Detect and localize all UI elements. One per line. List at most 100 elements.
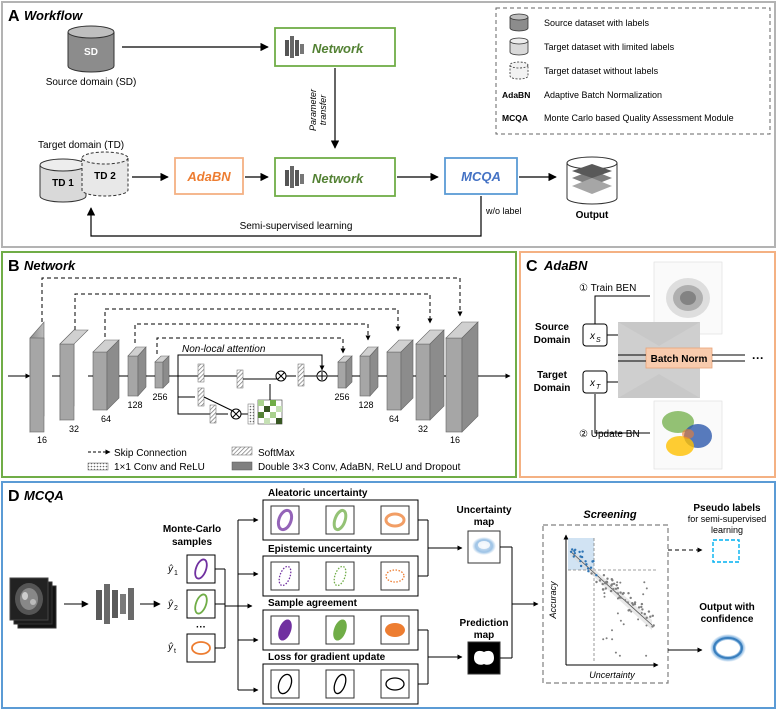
yt-symbol: ŷ xyxy=(167,642,174,653)
channel-label: 256 xyxy=(334,392,349,402)
scatter-point xyxy=(621,592,624,596)
legend-source-text: Source dataset with labels xyxy=(544,18,650,28)
sample-2-contour xyxy=(194,593,208,615)
scatter-point xyxy=(604,582,607,585)
scatter-point xyxy=(615,584,618,587)
network-label-bottom: Network xyxy=(312,171,364,186)
mc-samples-label-1: Monte-Carlo xyxy=(163,524,221,535)
channel-label: 64 xyxy=(389,414,399,424)
panel-a-title: Workflow xyxy=(24,8,83,23)
pseudo-labels-sub-2: learning xyxy=(711,525,743,535)
scatter-point xyxy=(611,638,614,641)
scatter-point xyxy=(612,588,615,591)
scatter-point xyxy=(573,549,576,553)
scatter-point xyxy=(633,602,637,606)
panel-c-adabn: C AdaBN ① Train BEN Source Domain x S Ta… xyxy=(519,251,776,478)
td1-cylinder-icon xyxy=(39,158,87,203)
train-ben-label: ① Train BEN xyxy=(579,283,636,294)
output-confidence-title-2: confidence xyxy=(701,614,754,625)
decoder-blocks xyxy=(337,321,479,433)
scatter-point xyxy=(579,555,582,558)
td1-label: TD 1 xyxy=(52,178,74,189)
output-cylinder-icon xyxy=(566,156,618,205)
scatter-point xyxy=(612,582,616,585)
panel-b-network: B Network Non-local attention xyxy=(1,251,517,478)
scatter-point xyxy=(647,610,651,613)
scatter-point xyxy=(586,567,590,570)
legend-source-cylinder-icon xyxy=(509,13,529,32)
scatter-point xyxy=(645,616,648,619)
mri-input-stack xyxy=(9,577,57,629)
sample-1-box xyxy=(186,554,216,584)
theta-conv xyxy=(197,363,205,383)
panel-b-title: Network xyxy=(24,258,76,273)
xs-box xyxy=(582,323,608,347)
scatter-point xyxy=(645,587,648,590)
scatter-point xyxy=(619,591,622,594)
panel-d-title: MCQA xyxy=(24,488,64,503)
mcqa-label: MCQA xyxy=(461,169,501,184)
sample-2-box xyxy=(186,589,216,619)
screening-plot: Accuracy Uncertainty xyxy=(548,534,659,680)
g-conv xyxy=(209,404,217,424)
scatter-point xyxy=(611,629,613,632)
sample-t-contour xyxy=(191,641,211,655)
source-domain-label-2: Domain xyxy=(534,335,571,346)
channel-label: 64 xyxy=(101,414,111,424)
scatter-point xyxy=(616,612,619,615)
scatter-point xyxy=(645,624,648,627)
adabn-label: AdaBN xyxy=(186,169,231,184)
scatter-point xyxy=(603,592,606,595)
skip-legend-text: Skip Connection xyxy=(114,448,187,459)
scatter-point xyxy=(614,651,617,654)
update-bn-label: ② Update BN xyxy=(579,429,640,440)
scatter-point xyxy=(643,581,646,584)
prediction-map-label-1: Prediction xyxy=(460,618,509,629)
scatter-point xyxy=(598,579,602,582)
y2-subscript: 2 xyxy=(174,605,178,612)
scatter-point xyxy=(616,592,619,595)
agreement-label: Sample agreement xyxy=(268,598,358,609)
xs-subscript: S xyxy=(596,337,601,344)
network-layers-icon xyxy=(285,166,304,188)
skip-connections xyxy=(41,277,463,354)
scatter-point xyxy=(616,587,620,590)
scatter-point xyxy=(651,614,654,617)
adabn-box xyxy=(174,157,244,195)
scatter-point xyxy=(590,572,593,575)
conv1-legend-text: 1×1 Conv and ReLU xyxy=(114,462,205,473)
scatter-point xyxy=(601,582,604,586)
softmax-legend-swatch xyxy=(231,446,253,456)
scatter-point xyxy=(571,548,574,551)
xs-symbol: x xyxy=(589,331,596,342)
panel-d-letter: D xyxy=(8,488,20,505)
without-label-text: w/o label xyxy=(485,206,522,216)
output-confidence-title-1: Output with xyxy=(699,602,755,613)
y2-symbol: ŷ xyxy=(167,599,174,610)
scatter-point xyxy=(592,560,595,563)
scatter-point xyxy=(645,654,648,657)
scatter-point xyxy=(601,588,605,591)
epistemic-maps xyxy=(270,561,410,591)
panel-d-mcqa: D MCQA Monte-Carlo samples ŷ 1 ŷ 2 ··· xyxy=(1,481,776,709)
scatter-point xyxy=(584,560,587,563)
scatter-point xyxy=(640,612,643,614)
agreement-maps xyxy=(270,615,410,645)
scatter-point xyxy=(609,589,613,593)
conv-block-32 xyxy=(59,329,89,421)
scatter-point xyxy=(581,550,584,553)
legend-adabn-key: AdaBN xyxy=(502,90,530,100)
uncertainty-map-label-2: map xyxy=(474,517,495,528)
scatter-point xyxy=(629,596,632,600)
td2-cylinder-icon xyxy=(81,151,129,197)
scatter-point xyxy=(603,595,606,598)
scatter-point xyxy=(642,593,645,596)
scatter-point xyxy=(616,581,619,584)
source-domain-cylinder-icon xyxy=(67,25,115,73)
scatter-point xyxy=(627,592,630,595)
panel-b-letter: B xyxy=(8,258,20,275)
yt-subscript: t xyxy=(174,648,176,655)
pseudo-labels-icon xyxy=(712,539,740,563)
scatter-point xyxy=(606,577,609,580)
